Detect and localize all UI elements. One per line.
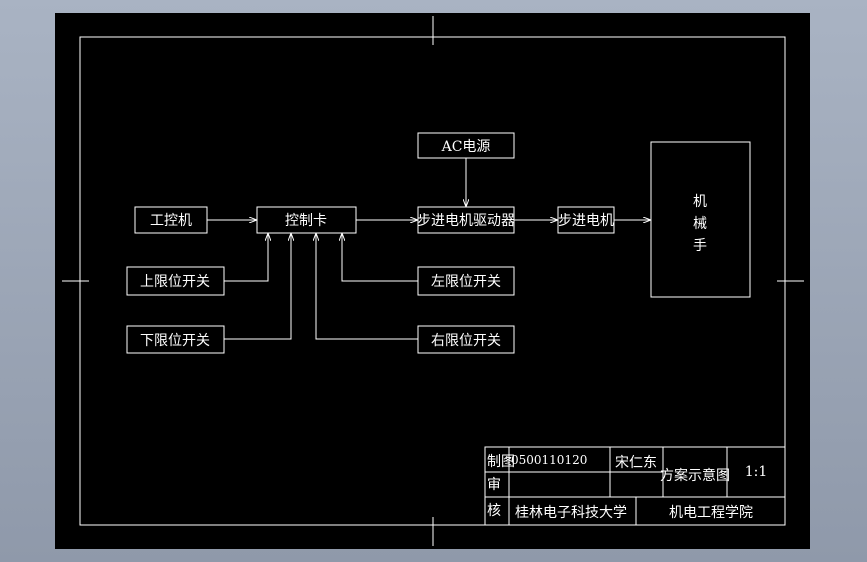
manipulator-box [650, 141, 751, 298]
scale-value: 1:1 [745, 464, 768, 480]
review-label-2: 核 [487, 503, 501, 519]
author-name: 宋仁东 [615, 455, 657, 471]
ipc-label: 工控机 [150, 213, 192, 229]
drawing-title: 方案示意图 [660, 467, 730, 484]
college-name: 机电工程学院 [669, 505, 753, 521]
manipulator-label-1: 机 [693, 194, 707, 210]
lower-limit-label: 下限位开关 [140, 333, 210, 349]
drawing-sheet [55, 13, 810, 549]
university-name: 桂林电子科技大学 [515, 505, 627, 521]
arrow-lower-to-card [224, 234, 291, 340]
left-limit-label: 左限位开关 [431, 274, 501, 290]
right-limit-label: 右限位开关 [431, 333, 501, 349]
drawn-by-label: 制图 [487, 454, 515, 470]
ac-power-label: AC电源 [441, 139, 491, 155]
arrow-right-to-card [316, 234, 418, 340]
review-label-1: 审 [487, 477, 501, 493]
arrow-left-to-card [342, 234, 418, 282]
manipulator-label-2: 械 [693, 216, 707, 232]
manipulator-label-3: 手 [693, 238, 707, 254]
title-block [484, 446, 786, 526]
control-card-label: 控制卡 [285, 213, 327, 229]
stepper-driver-label: 步进电机驱动器 [417, 213, 515, 229]
student-id: 0500110120 [511, 453, 587, 467]
upper-limit-label: 上限位开关 [140, 274, 210, 290]
arrow-upper-to-card [224, 234, 268, 282]
stepper-motor-label: 步进电机 [558, 213, 614, 229]
